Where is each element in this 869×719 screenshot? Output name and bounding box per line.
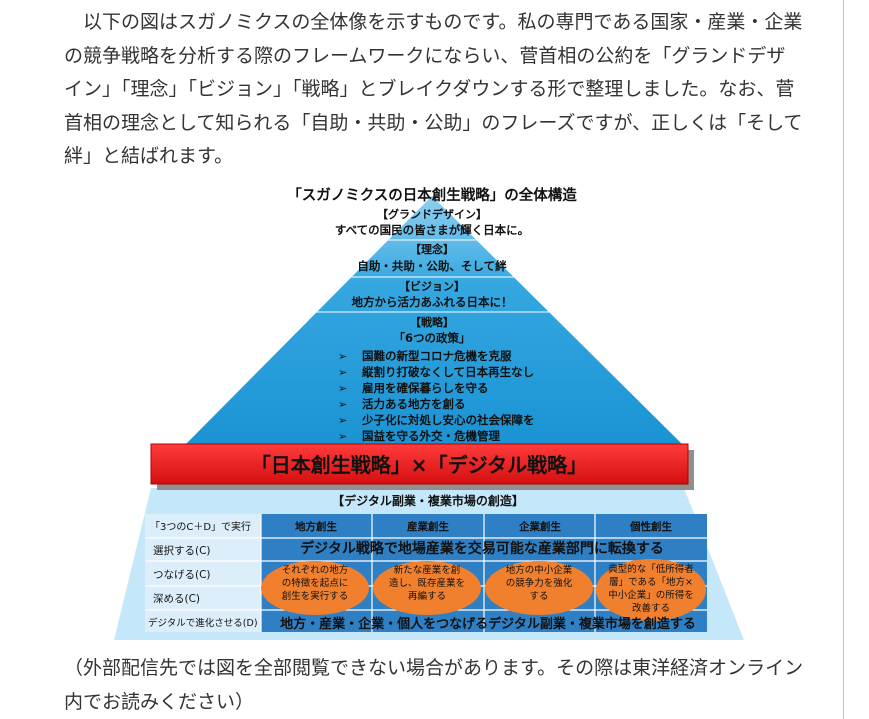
column-header-regional: 地方創生 bbox=[295, 520, 337, 533]
oval-regional-line: それぞれの地方 bbox=[282, 564, 349, 576]
figure-title: 「スガノミクスの日本創生戦略」の全体構造 bbox=[287, 186, 577, 204]
pyramid-main bbox=[184, 196, 684, 446]
strategy-item: 国難の新型コロナ危機を克服 bbox=[362, 349, 512, 363]
table-corner-label: 「3つのC＋D」で実行 bbox=[150, 520, 251, 533]
vision-label: 【ビジョン】 bbox=[399, 279, 465, 293]
strategy-item: 縦割り打破なくして日本再生なし bbox=[362, 365, 534, 379]
oval-enterprise-line: の競争力を強化 bbox=[506, 577, 573, 589]
grand-design-text: すべての国民の皆さまが輝く日本に。 bbox=[335, 223, 529, 237]
strategy-item: 少子化に対処し安心の社会保障を bbox=[361, 413, 535, 427]
strategy-bullet-icon: ➢ bbox=[338, 414, 347, 427]
banner-text: 「日本創生戦略」×「デジタル戦略」 bbox=[251, 453, 587, 477]
strategy-banner bbox=[150, 443, 689, 485]
oval-regional bbox=[261, 561, 369, 615]
strategy-sublabel: 「6つの政策」 bbox=[393, 331, 470, 345]
overlay-bottom-text: 地方・産業・企業・個人をつなげるデジタル副業・複業市場を創造する bbox=[280, 616, 696, 632]
philosophy-label: 【理念】 bbox=[410, 242, 454, 256]
oval-industry-line: 造し、既存産業を bbox=[389, 577, 465, 589]
table-corner-cell bbox=[145, 514, 261, 538]
oval-individuality-line: 層」である「地方× bbox=[609, 576, 693, 588]
strategy-label: 【戦略】 bbox=[410, 315, 454, 329]
oval-regional-line: 創生を実行する bbox=[282, 590, 349, 602]
column-header-industry: 産業創生 bbox=[407, 520, 449, 533]
grand-design-label: 【グランドデザイン】 bbox=[377, 207, 487, 221]
strategy-item: 国益を守る外交・危機管理 bbox=[362, 429, 500, 443]
strategy-item: 活力ある地方を創る bbox=[362, 397, 466, 411]
row-label-deepen: 深める(C) bbox=[153, 593, 200, 605]
column-header-enterprise: 企業創生 bbox=[518, 520, 561, 533]
row-label-digital: デジタルで進化させる(D) bbox=[148, 617, 258, 629]
strategy-item: 雇用を確保暮らしを守る bbox=[362, 381, 489, 395]
strategy-bullet-icon: ➢ bbox=[338, 382, 347, 395]
strategy-bullet-icon: ➢ bbox=[338, 366, 347, 379]
note-paragraph: （外部配信先では図を全部閲覧できない場合があります。その際は東洋経済オンライン内… bbox=[64, 657, 804, 713]
philosophy-text: 自助・共助・公助、そして絆 bbox=[357, 259, 507, 273]
oval-individuality-line: 改善する bbox=[632, 602, 670, 614]
oval-industry-line: 再編する bbox=[408, 590, 446, 602]
table-row-labels bbox=[145, 538, 261, 632]
oval-individuality bbox=[596, 559, 706, 621]
vision-text: 地方から活力あふれる日本に！ bbox=[352, 295, 513, 309]
oval-industry-line: 新たな産業を創 bbox=[394, 564, 461, 576]
oval-regional-line: の特徴を起点に bbox=[282, 577, 349, 589]
row-label-select: 選択する(C) bbox=[153, 544, 211, 557]
oval-enterprise-line: する bbox=[529, 591, 548, 602]
strategy-bullet-icon: ➢ bbox=[338, 430, 347, 443]
oval-individuality-line: 中小企業」の所得を bbox=[608, 589, 694, 601]
strategy-bullet-icon: ➢ bbox=[338, 350, 347, 363]
oval-industry bbox=[373, 561, 481, 615]
column-header-individuality: 個性創生 bbox=[629, 520, 672, 533]
oval-individuality-line: 典型的な「低所得者 bbox=[608, 563, 694, 575]
digital-market-header: 【デジタル副業・複業市場の創造】 bbox=[332, 493, 524, 508]
row-label-connect: つなげる(C) bbox=[153, 569, 211, 581]
oval-enterprise-line: 地方の中小企業 bbox=[506, 564, 573, 576]
overlay-top-text: デジタル戦略で地場産業を交易可能な産業部門に転換する bbox=[300, 540, 664, 557]
intro-paragraph: 以下の図はスガノミクスの全体像を示すものです。私の専門である国家・産業・企業の競… bbox=[64, 11, 803, 167]
page-right-border bbox=[843, 0, 844, 719]
strategy-bullet-icon: ➢ bbox=[338, 398, 347, 411]
oval-enterprise bbox=[485, 561, 593, 615]
strategy-list: ➢ 国難の新型コロナ危機を克服 ➢ 縦割り打破なくして日本再生なし ➢ 雇用を確… bbox=[338, 349, 535, 443]
